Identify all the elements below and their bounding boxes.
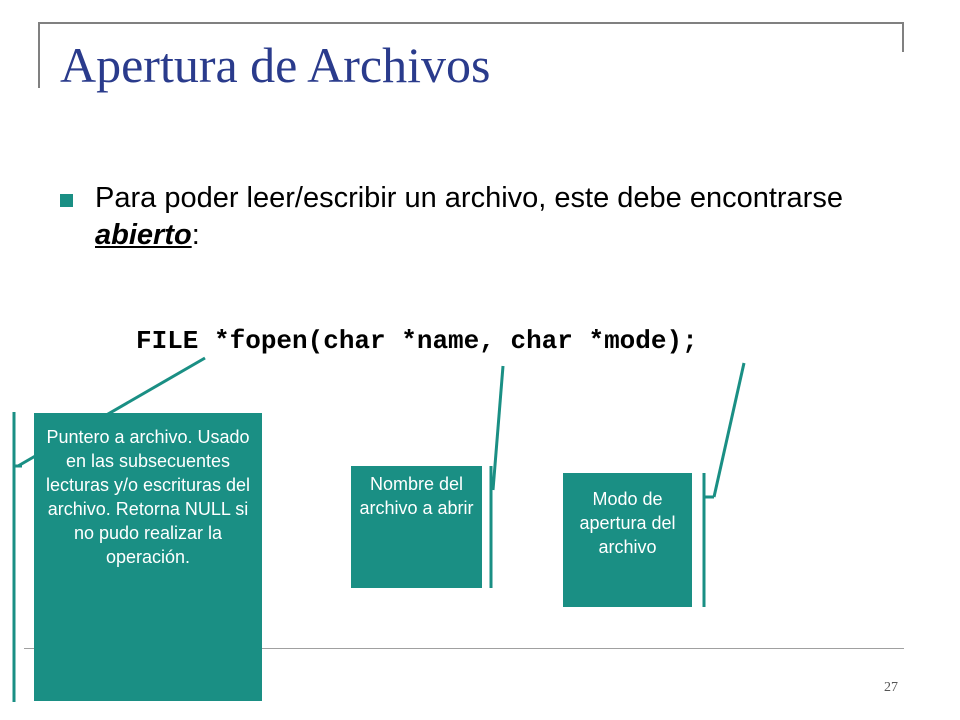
frame-right-line — [902, 22, 904, 52]
page-number: 27 — [884, 680, 898, 695]
frame-top-line — [38, 22, 904, 24]
frame-bottom-line — [24, 648, 904, 649]
bullet-emphasis: abierto — [95, 219, 192, 251]
connector-2-leader — [491, 365, 505, 491]
callout-name-description: Nombre del archivo a abrir — [351, 466, 482, 588]
connector-3-leader — [712, 362, 746, 498]
bullet-text-before: Para poder leer/escribir un archivo, est… — [95, 182, 843, 214]
bullet-item: Para poder leer/escribir un archivo, est… — [60, 180, 880, 254]
bullet-text-after: : — [191, 219, 200, 251]
callout-mode-description: Modo de apertura del archivo — [563, 473, 692, 607]
slide-title: Apertura de Archivos — [60, 37, 491, 93]
callout-pointer-description: Puntero a archivo. Usado en las subsecue… — [34, 413, 262, 701]
frame-left-line — [38, 22, 40, 88]
code-signature: FILE *fopen(char *name, char *mode); — [136, 326, 698, 356]
bullet-text: Para poder leer/escribir un archivo, est… — [95, 180, 880, 254]
square-bullet-icon — [60, 194, 73, 207]
